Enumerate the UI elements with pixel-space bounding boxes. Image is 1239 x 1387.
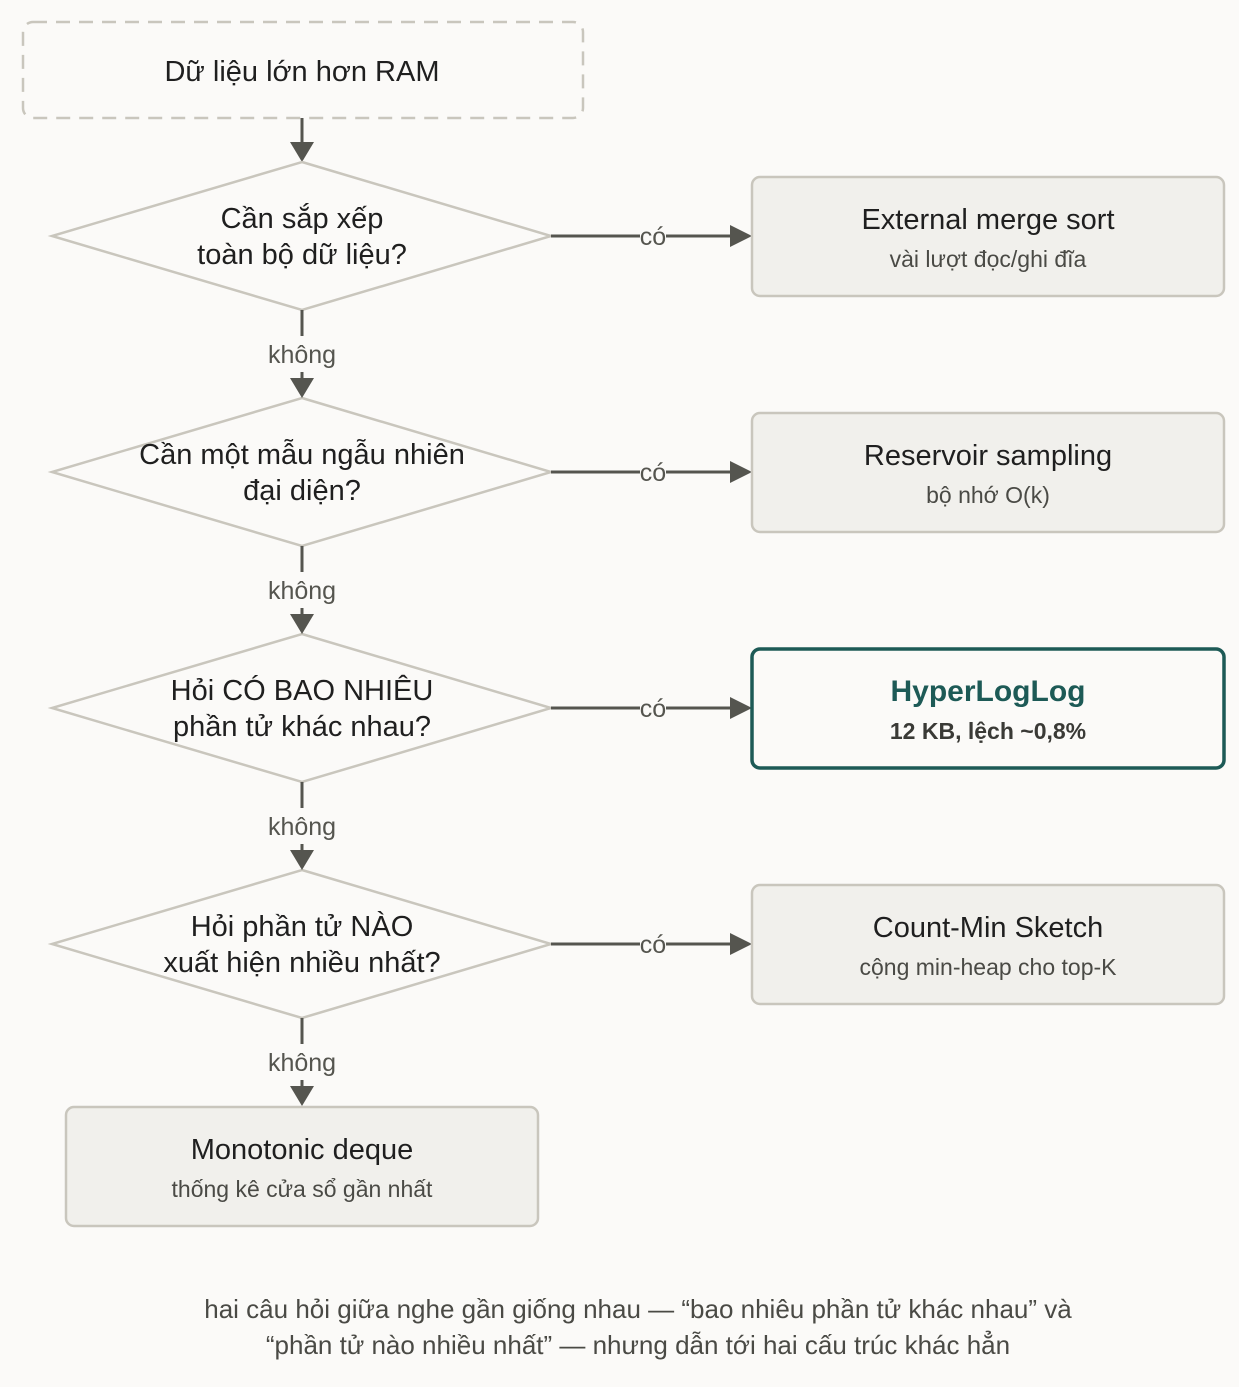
decision-2: Cần một mẫu ngẫu nhiên đại diện? — [47, 396, 556, 548]
outcome-4-subtitle: cộng min-heap cho top-K — [860, 954, 1118, 980]
outcome-1-title: External merge sort — [861, 204, 1114, 236]
start-label: Dữ liệu lớn hơn RAM — [164, 56, 439, 88]
outcome-count-min-sketch: Count-Min Sketch cộng min-heap cho top-K — [750, 883, 1226, 1006]
edge-yes-1-label: có — [640, 223, 666, 251]
edge-yes-3-label: có — [640, 695, 666, 723]
outcome-hyperloglog: HyperLogLog 12 KB, lệch ~0,8% — [750, 647, 1226, 770]
edge-no-3-label: không — [268, 813, 336, 841]
edge-yes-2-label: có — [640, 459, 666, 487]
edge-no-3: không — [268, 782, 336, 870]
final-monotonic-deque: Monotonic deque thống kê cửa sổ gần nhất — [64, 1105, 540, 1228]
edge-no-4: không — [268, 1018, 336, 1106]
edge-yes-3: có — [551, 695, 752, 723]
outcome-4-title: Count-Min Sketch — [873, 912, 1104, 944]
edge-yes-4: có — [551, 931, 752, 959]
edge-no-1-label: không — [268, 341, 336, 369]
decision-2-line1: Cần một mẫu ngẫu nhiên — [139, 438, 465, 471]
start-node: Dữ liệu lớn hơn RAM — [21, 20, 585, 120]
decision-3: Hỏi CÓ BAO NHIÊU phần tử khác nhau? — [47, 632, 556, 784]
outcome-3-subtitle: 12 KB, lệch ~0,8% — [890, 718, 1086, 744]
edge-yes-2: có — [551, 459, 752, 487]
outcome-1-subtitle: vài lượt đọc/ghi đĩa — [890, 246, 1087, 272]
footnote-line2: “phần tử nào nhiều nhất” — nhưng dẫn tới… — [266, 1329, 1010, 1360]
final-title: Monotonic deque — [191, 1134, 414, 1166]
decision-2-line2: đại diện? — [243, 475, 361, 507]
footnote-line1: hai câu hỏi giữa nghe gần giống nhau — “… — [204, 1294, 1072, 1324]
arrowhead-start — [290, 142, 314, 162]
decision-3-line1: Hỏi CÓ BAO NHIÊU — [171, 674, 434, 707]
decision-4: Hỏi phần tử NÀO xuất hiện nhiều nhất? — [47, 868, 556, 1020]
final-subtitle: thống kê cửa sổ gần nhất — [172, 1176, 434, 1202]
edge-no-4-label: không — [268, 1049, 336, 1077]
outcome-reservoir-sampling: Reservoir sampling bộ nhớ O(k) — [750, 411, 1226, 534]
outcome-3-title: HyperLogLog — [891, 675, 1086, 708]
decision-1-line1: Cần sắp xếp — [221, 202, 384, 235]
edge-no-2: không — [268, 546, 336, 634]
edge-yes-1: có — [551, 223, 752, 251]
decision-4-line1: Hỏi phần tử NÀO — [191, 910, 414, 943]
decision-4-line2: xuất hiện nhiều nhất? — [163, 947, 440, 979]
edge-yes-4-label: có — [640, 931, 666, 959]
edge-no-2-label: không — [268, 577, 336, 605]
edge-no-1: không — [268, 310, 336, 398]
outcome-2-subtitle: bộ nhớ O(k) — [926, 482, 1050, 508]
decision-1-line2: toàn bộ dữ liệu? — [197, 239, 407, 271]
decision-3-line2: phần tử khác nhau? — [173, 711, 431, 743]
decision-1: Cần sắp xếp toàn bộ dữ liệu? — [47, 160, 556, 312]
outcome-2-title: Reservoir sampling — [864, 440, 1112, 472]
outcome-external-merge-sort: External merge sort vài lượt đọc/ghi đĩa — [750, 175, 1226, 298]
